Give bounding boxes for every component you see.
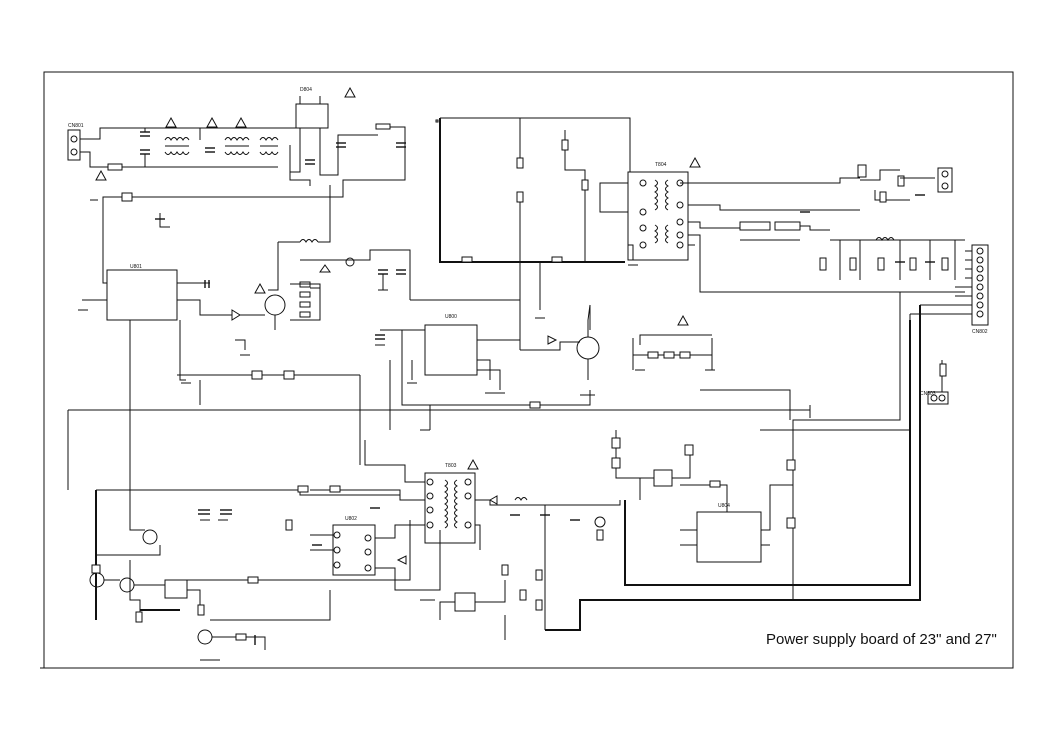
- output-section: CN802 CN803: [819, 164, 989, 405]
- bridge-rectifier: [295, 103, 329, 129]
- ac-input-section: CN801: [67, 116, 279, 181]
- main-output-connector-label: CN802: [972, 329, 988, 335]
- main-pwm-ic: [424, 324, 478, 376]
- main-transformer-section: T804: [599, 156, 860, 293]
- on-off-control: [89, 485, 400, 661]
- ac-input-connector-label: CN801: [68, 123, 84, 129]
- pfc-controller-ic: [106, 269, 178, 321]
- pfc-controller-section: U801: [78, 192, 360, 531]
- warning-icon: [254, 282, 266, 294]
- warning-icon: [344, 86, 356, 98]
- feedback-ic: [696, 511, 762, 563]
- standby-transformer-label: T803: [445, 463, 457, 469]
- standby-connector-label: CN803: [920, 391, 936, 397]
- main-transformer: [627, 171, 689, 261]
- pfc-stage: [218, 117, 631, 330]
- standby-pwm-label: U802: [345, 516, 357, 522]
- diagram-caption: Power supply board of 23" and 27": [766, 631, 997, 648]
- warning-icon: [677, 314, 689, 326]
- feedback-section: U804: [545, 292, 921, 631]
- warning-icon: [165, 116, 177, 128]
- warning-icon: [235, 116, 247, 128]
- drawing-frame: [43, 71, 1014, 669]
- optocoupler: [653, 469, 673, 487]
- warning-icon: [689, 156, 701, 168]
- bridge-rectifier-section: D804: [127, 86, 406, 198]
- main-pwm-label: U800: [445, 314, 457, 320]
- main-output-connector: [971, 244, 989, 326]
- pfc-controller-label: U801: [130, 264, 142, 270]
- warning-icon: [467, 458, 479, 470]
- bridge-rectifier-label: D804: [300, 87, 312, 93]
- standby-transformer-section: T803 U802: [285, 440, 621, 630]
- main-transformer-label: T804: [655, 162, 667, 168]
- warning-icon: [206, 116, 218, 128]
- feedback-ic-label: U804: [718, 503, 730, 509]
- standby-feedback: [420, 564, 543, 640]
- warning-icon: [95, 169, 107, 181]
- standby-output-connector: [937, 167, 953, 193]
- standby-optocoupler: [454, 592, 476, 612]
- main-pwm-section: U800: [375, 304, 713, 430]
